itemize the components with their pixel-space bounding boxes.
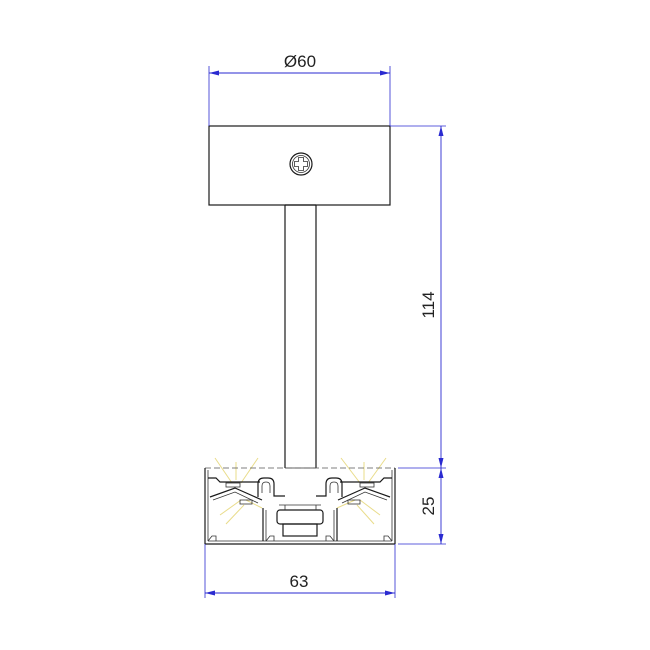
extrusion-profile xyxy=(204,467,396,545)
ceiling-canopy xyxy=(208,125,391,206)
dimension-profile-height: 25 xyxy=(398,468,446,545)
dimension-profile-height-label: 25 xyxy=(419,497,438,516)
dimension-diameter-label: Ø60 xyxy=(284,52,316,71)
light-rays xyxy=(214,457,387,525)
dimension-diameter: Ø60 xyxy=(208,52,391,126)
dimension-height: 114 xyxy=(390,125,446,469)
dimension-profile-width: 63 xyxy=(204,544,396,598)
dimension-height-label: 114 xyxy=(419,291,438,318)
screw-icon xyxy=(289,152,313,176)
suspension-rod xyxy=(284,204,317,469)
dimension-profile-width-label: 63 xyxy=(290,572,309,591)
